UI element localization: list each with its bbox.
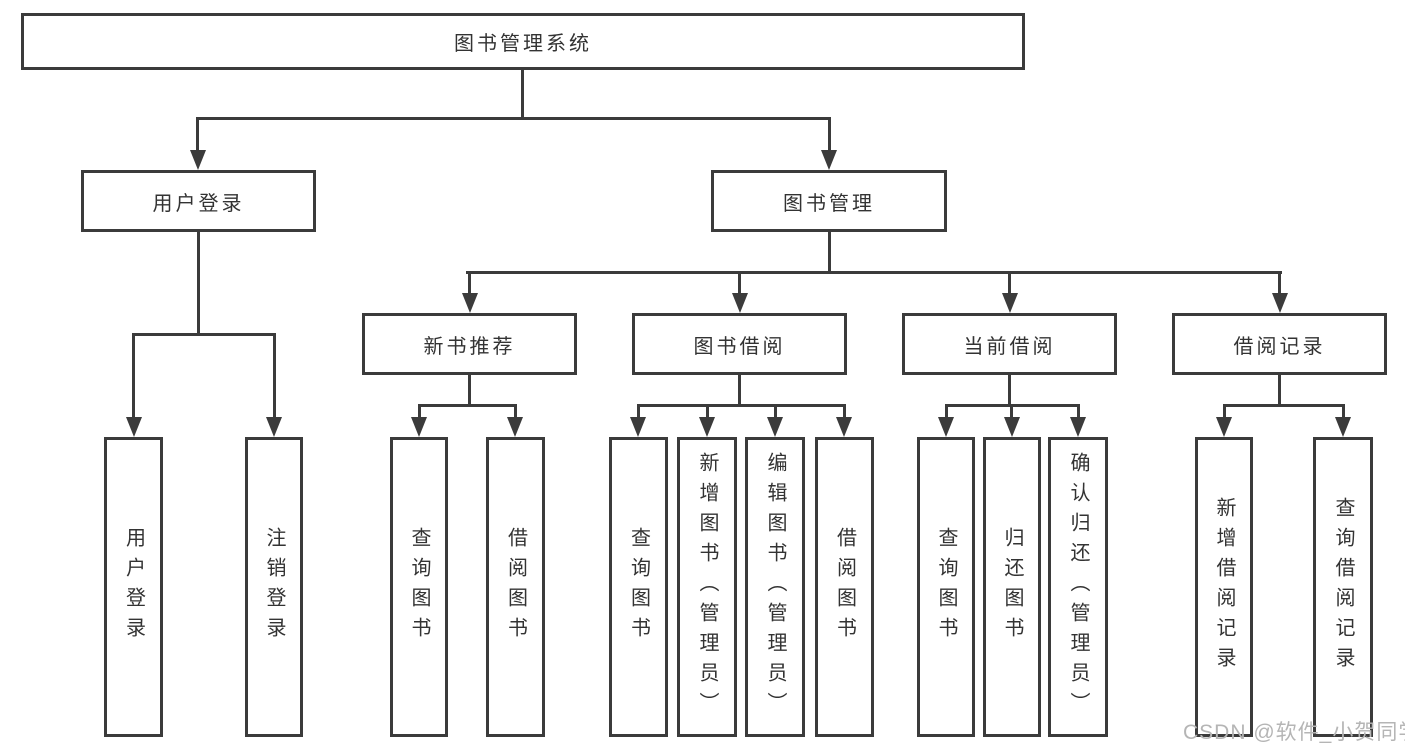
connector-leaf-drop xyxy=(1010,404,1013,419)
connector-leaf-drop xyxy=(1077,404,1080,419)
leaf-label: 查询借阅记录 xyxy=(1332,497,1354,677)
node-book-borrowing-label: 图书借阅 xyxy=(693,335,786,358)
leaf-current-query-books: 查询图书 xyxy=(917,437,975,737)
leaf-user-login: 用户登录 xyxy=(104,437,163,737)
connector-leaf-drop xyxy=(843,404,846,419)
connector-leaf-drop xyxy=(1342,404,1345,419)
arrow-down-icon xyxy=(836,417,852,437)
connector-leaf-drop xyxy=(273,333,276,419)
leaf-label: 确认归还（管理员） xyxy=(1067,452,1089,722)
connector-leaf-drop xyxy=(514,404,517,419)
arrow-down-icon xyxy=(266,417,282,437)
connector-group-drop xyxy=(1278,271,1281,295)
leaf-current-confirm-return-admin: 确认归还（管理员） xyxy=(1048,437,1108,737)
connector-book-mgmt-drop xyxy=(828,117,831,153)
connector-root-stem xyxy=(521,68,524,118)
leaf-label: 归还图书 xyxy=(1001,527,1023,647)
leaf-label: 查询图书 xyxy=(935,527,957,647)
leaf-recommend-borrow-books: 借阅图书 xyxy=(486,437,545,737)
arrow-down-icon xyxy=(462,293,478,313)
connector-user-login-drop xyxy=(196,117,199,153)
connector-group-stem xyxy=(1008,375,1011,407)
arrow-down-icon xyxy=(1272,293,1288,313)
arrow-down-icon xyxy=(1004,417,1020,437)
connector-leaf-drop xyxy=(132,333,135,419)
connector-leaf-drop xyxy=(637,404,640,419)
connector-leaf-rail xyxy=(637,404,846,407)
node-user-login: 用户登录 xyxy=(81,170,316,232)
node-new-book-recommend-label: 新书推荐 xyxy=(423,335,516,358)
connector-leaf-rail xyxy=(418,404,517,407)
connector-leaf-drop xyxy=(1223,404,1226,419)
leaf-records-query-record: 查询借阅记录 xyxy=(1313,437,1373,737)
arrow-down-icon xyxy=(126,417,142,437)
csdn-watermark: CSDN @软件_小贺同学 xyxy=(1183,721,1405,744)
connector-group-drop xyxy=(738,271,741,295)
node-root: 图书管理系统 xyxy=(21,13,1025,70)
leaf-borrowing-edit-books-admin: 编辑图书（管理员） xyxy=(745,437,805,737)
arrow-down-icon xyxy=(938,417,954,437)
connector-user-login-rail xyxy=(132,333,276,336)
leaf-label: 用户登录 xyxy=(122,527,145,647)
node-current-borrowing-label: 当前借阅 xyxy=(963,335,1056,358)
arrow-down-icon xyxy=(411,417,427,437)
arrow-down-icon xyxy=(699,417,715,437)
arrow-down-icon xyxy=(507,417,523,437)
leaf-label: 新增图书（管理员） xyxy=(696,452,718,722)
arrow-down-icon xyxy=(630,417,646,437)
node-current-borrowing: 当前借阅 xyxy=(902,313,1117,375)
leaf-borrowing-add-books-admin: 新增图书（管理员） xyxy=(677,437,737,737)
node-borrowing-records: 借阅记录 xyxy=(1172,313,1387,375)
connector-group-stem xyxy=(1278,375,1281,407)
connector-leaf-drop xyxy=(774,404,777,419)
leaf-label: 借阅图书 xyxy=(833,527,856,647)
arrow-down-icon xyxy=(767,417,783,437)
node-book-borrowing: 图书借阅 xyxy=(632,313,847,375)
connector-group-stem xyxy=(738,375,741,407)
node-user-login-label: 用户登录 xyxy=(152,192,245,215)
connector-group-drop xyxy=(1008,271,1011,295)
node-new-book-recommend: 新书推荐 xyxy=(362,313,577,375)
leaf-label: 注销登录 xyxy=(263,527,285,647)
leaf-label: 编辑图书（管理员） xyxy=(764,452,786,722)
leaf-borrowing-borrow-books: 借阅图书 xyxy=(815,437,874,737)
arrow-down-icon xyxy=(732,293,748,313)
arrow-down-icon xyxy=(1002,293,1018,313)
connector-level1-rail xyxy=(196,117,831,120)
connector-group-drop xyxy=(468,271,471,295)
node-book-management: 图书管理 xyxy=(711,170,947,232)
leaf-label: 查询图书 xyxy=(627,527,650,647)
node-borrowing-records-label: 借阅记录 xyxy=(1233,335,1326,358)
leaf-label: 查询图书 xyxy=(408,527,430,647)
connector-leaf-drop xyxy=(945,404,948,419)
leaf-logout: 注销登录 xyxy=(245,437,303,737)
connector-leaf-drop xyxy=(706,404,709,419)
node-root-label: 图书管理系统 xyxy=(454,33,592,55)
arrow-down-icon xyxy=(1216,417,1232,437)
connector-level2-rail xyxy=(466,271,1282,274)
leaf-label: 新增借阅记录 xyxy=(1213,497,1235,677)
arrow-down-icon xyxy=(190,150,206,170)
leaf-label: 借阅图书 xyxy=(504,527,527,647)
arrow-down-icon xyxy=(1070,417,1086,437)
leaf-borrowing-query-books: 查询图书 xyxy=(609,437,668,737)
leaf-records-add-record: 新增借阅记录 xyxy=(1195,437,1253,737)
arrow-down-icon xyxy=(1335,417,1351,437)
connector-leaf-rail xyxy=(1223,404,1344,407)
leaf-current-return-books: 归还图书 xyxy=(983,437,1041,737)
connector-book-mgmt-stem xyxy=(828,232,831,274)
connector-group-stem xyxy=(468,375,471,407)
connector-leaf-drop xyxy=(418,404,421,419)
node-book-management-label: 图书管理 xyxy=(783,192,875,215)
leaf-recommend-query-books: 查询图书 xyxy=(390,437,448,737)
arrow-down-icon xyxy=(821,150,837,170)
connector-user-login-stem xyxy=(197,232,200,335)
